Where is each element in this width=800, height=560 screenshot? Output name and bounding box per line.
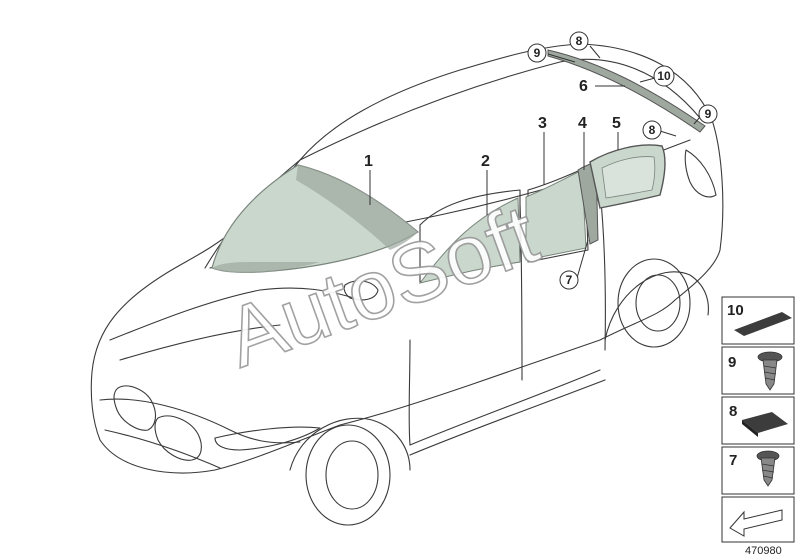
windshield-band (296, 165, 418, 250)
leader-lines (369, 45, 701, 279)
panel-nav-button[interactable] (721, 496, 795, 543)
svg-text:9: 9 (728, 354, 736, 371)
panel-item-10[interactable]: 10 (721, 296, 795, 345)
part-label-5: 5 (612, 115, 621, 132)
callout-9-rear: 9 (698, 104, 718, 124)
callout-10: 10 (653, 65, 675, 87)
windshield-lower-band (212, 262, 320, 273)
callout-8-rear: 8 (642, 120, 662, 140)
svg-text:10: 10 (657, 69, 671, 83)
callout-7: 7 (559, 270, 579, 290)
svg-text:9: 9 (705, 107, 712, 121)
svg-text:10: 10 (727, 302, 744, 319)
seal-strip-icon (734, 312, 792, 336)
panel-item-7[interactable]: 7 (721, 446, 795, 495)
part-label-1: 1 (364, 153, 373, 170)
svg-text:8: 8 (649, 123, 656, 137)
screw-icon (757, 351, 783, 391)
part-label-3: 3 (538, 115, 547, 132)
part-label-2: 2 (481, 153, 490, 170)
panel-item-8[interactable]: 8 (721, 396, 795, 445)
arrow-left-icon (729, 509, 783, 537)
svg-text:7: 7 (729, 452, 737, 469)
panel-item-9[interactable]: 9 (721, 346, 795, 395)
front-door-glass (418, 197, 521, 284)
parts-panel: 10 9 8 7 (721, 296, 795, 543)
rear-side-window-inner (601, 156, 656, 199)
car-outline (90, 43, 724, 526)
part-label-6: 6 (579, 78, 588, 95)
pad-icon (742, 412, 788, 433)
screw-icon (756, 450, 780, 487)
svg-text:8: 8 (729, 403, 737, 420)
callout-8-top: 8 (569, 31, 589, 51)
svg-text:7: 7 (566, 273, 573, 287)
svg-text:8: 8 (576, 34, 583, 48)
rear-door-glass (525, 169, 587, 261)
part-label-4: 4 (578, 115, 587, 132)
callout-9-top: 9 (527, 43, 547, 63)
document-number: 470980 (745, 545, 782, 557)
svg-text:9: 9 (534, 46, 541, 60)
